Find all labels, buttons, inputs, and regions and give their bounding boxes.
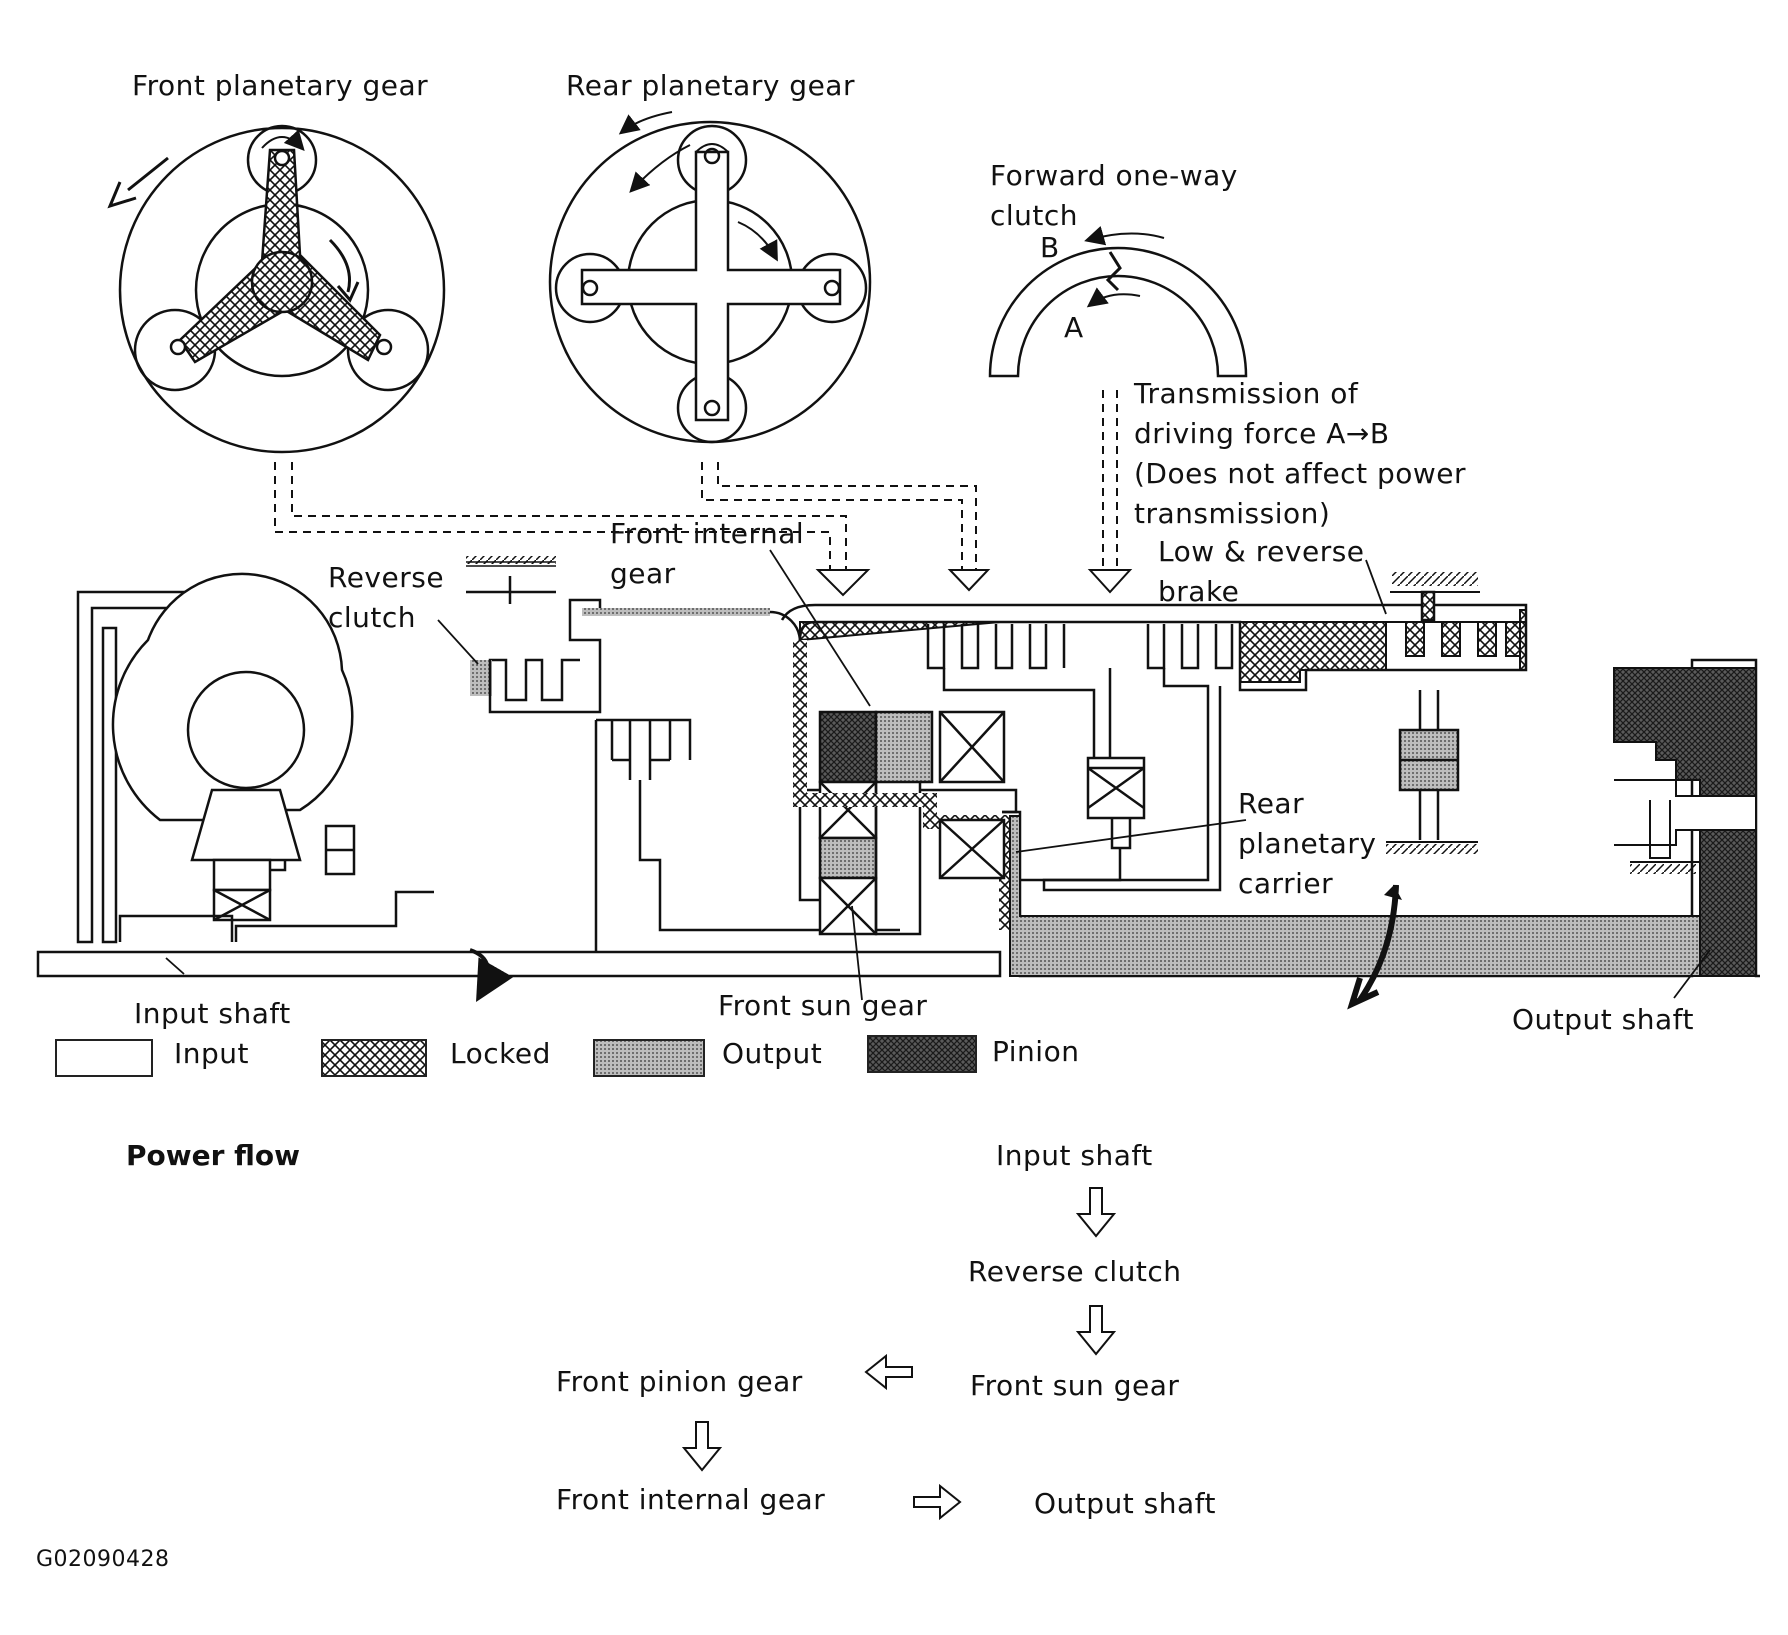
point-a-label: A <box>1064 311 1084 344</box>
legend-swatch-input <box>55 1039 153 1077</box>
power-flow-arrows <box>681 1187 1117 1521</box>
transmission-note-2: driving force A→B <box>1134 417 1390 450</box>
front-planetary-label: Front planetary gear <box>132 69 429 102</box>
forward-one-way-clutch-drawing <box>988 225 1248 378</box>
output-path-drawing <box>920 658 1760 1010</box>
figure-id: G02090428 <box>36 1547 170 1572</box>
front-internal-gear-label-2: gear <box>610 557 676 590</box>
power-flow-step-front-pinion-gear: Front pinion gear <box>556 1365 803 1398</box>
legend-label-locked: Locked <box>450 1037 551 1070</box>
legend-swatch-output <box>593 1039 705 1077</box>
power-flow-step-front-internal-gear: Front internal gear <box>556 1483 826 1516</box>
front-planetary-set-drawing <box>818 710 934 936</box>
reverse-clutch-drawing <box>466 556 840 902</box>
reverse-clutch-label: Reverse <box>328 561 445 594</box>
front-planetary-gear-drawing <box>107 124 446 454</box>
low-reverse-brake-label-2: brake <box>1158 575 1240 608</box>
flow-arrow-down-icon <box>681 1421 723 1472</box>
flow-arrow-down-icon <box>1075 1305 1117 1356</box>
input-shaft-drawing <box>36 948 1002 1002</box>
locked-drum-drawing <box>780 572 1528 930</box>
transmission-note-1: Transmission of <box>1134 377 1359 410</box>
legend-label-output: Output <box>722 1037 823 1070</box>
output-shaft-label: Output shaft <box>1512 1003 1694 1036</box>
legend-label-input: Input <box>174 1037 250 1070</box>
dashed-connector-lines <box>274 390 1133 597</box>
rear-carrier-label: Rear <box>1238 787 1305 820</box>
transmission-note-4: transmission) <box>1134 497 1331 530</box>
reverse-clutch-label-2: clutch <box>328 601 417 634</box>
rear-carrier-label-3: carrier <box>1238 867 1334 900</box>
power-flow-title: Power flow <box>126 1139 301 1172</box>
rear-carrier-label-2: planetary <box>1238 827 1377 860</box>
flow-arrow-right-icon <box>913 1483 962 1521</box>
flow-arrow-down-icon <box>1075 1187 1117 1238</box>
torque-converter-drawing <box>76 572 434 944</box>
input-shaft-label: Input shaft <box>134 997 291 1030</box>
front-sun-gear-label: Front sun gear <box>718 989 928 1022</box>
flow-arrow-left-icon <box>864 1353 913 1391</box>
forward-clutch-label-2: clutch <box>990 199 1079 232</box>
front-internal-gear-label: Front internal <box>610 517 805 550</box>
legend-label-pinion: Pinion <box>992 1035 1080 1068</box>
leader-lines <box>165 549 1711 1001</box>
point-b-label: B <box>1040 231 1060 264</box>
power-flow-step-output-shaft: Output shaft <box>1034 1487 1216 1520</box>
power-flow-step-front-sun-gear: Front sun gear <box>970 1369 1180 1402</box>
legend-swatches <box>55 1035 977 1077</box>
rear-clutch-packs-drawing <box>926 624 1234 892</box>
front-clutch-drawing <box>594 718 900 952</box>
forward-clutch-label: Forward one-way <box>990 159 1238 192</box>
legend-swatch-pinion <box>867 1035 977 1073</box>
power-flow-step-reverse-clutch: Reverse clutch <box>968 1255 1182 1288</box>
low-reverse-brake-label: Low & reverse <box>1158 535 1365 568</box>
transmission-note-3: (Does not affect power <box>1134 457 1467 490</box>
rear-planetary-label: Rear planetary gear <box>566 69 855 102</box>
power-flow-step-input-shaft: Input shaft <box>996 1139 1153 1172</box>
legend-swatch-locked <box>321 1039 427 1077</box>
rear-planetary-gear-drawing <box>548 111 872 444</box>
